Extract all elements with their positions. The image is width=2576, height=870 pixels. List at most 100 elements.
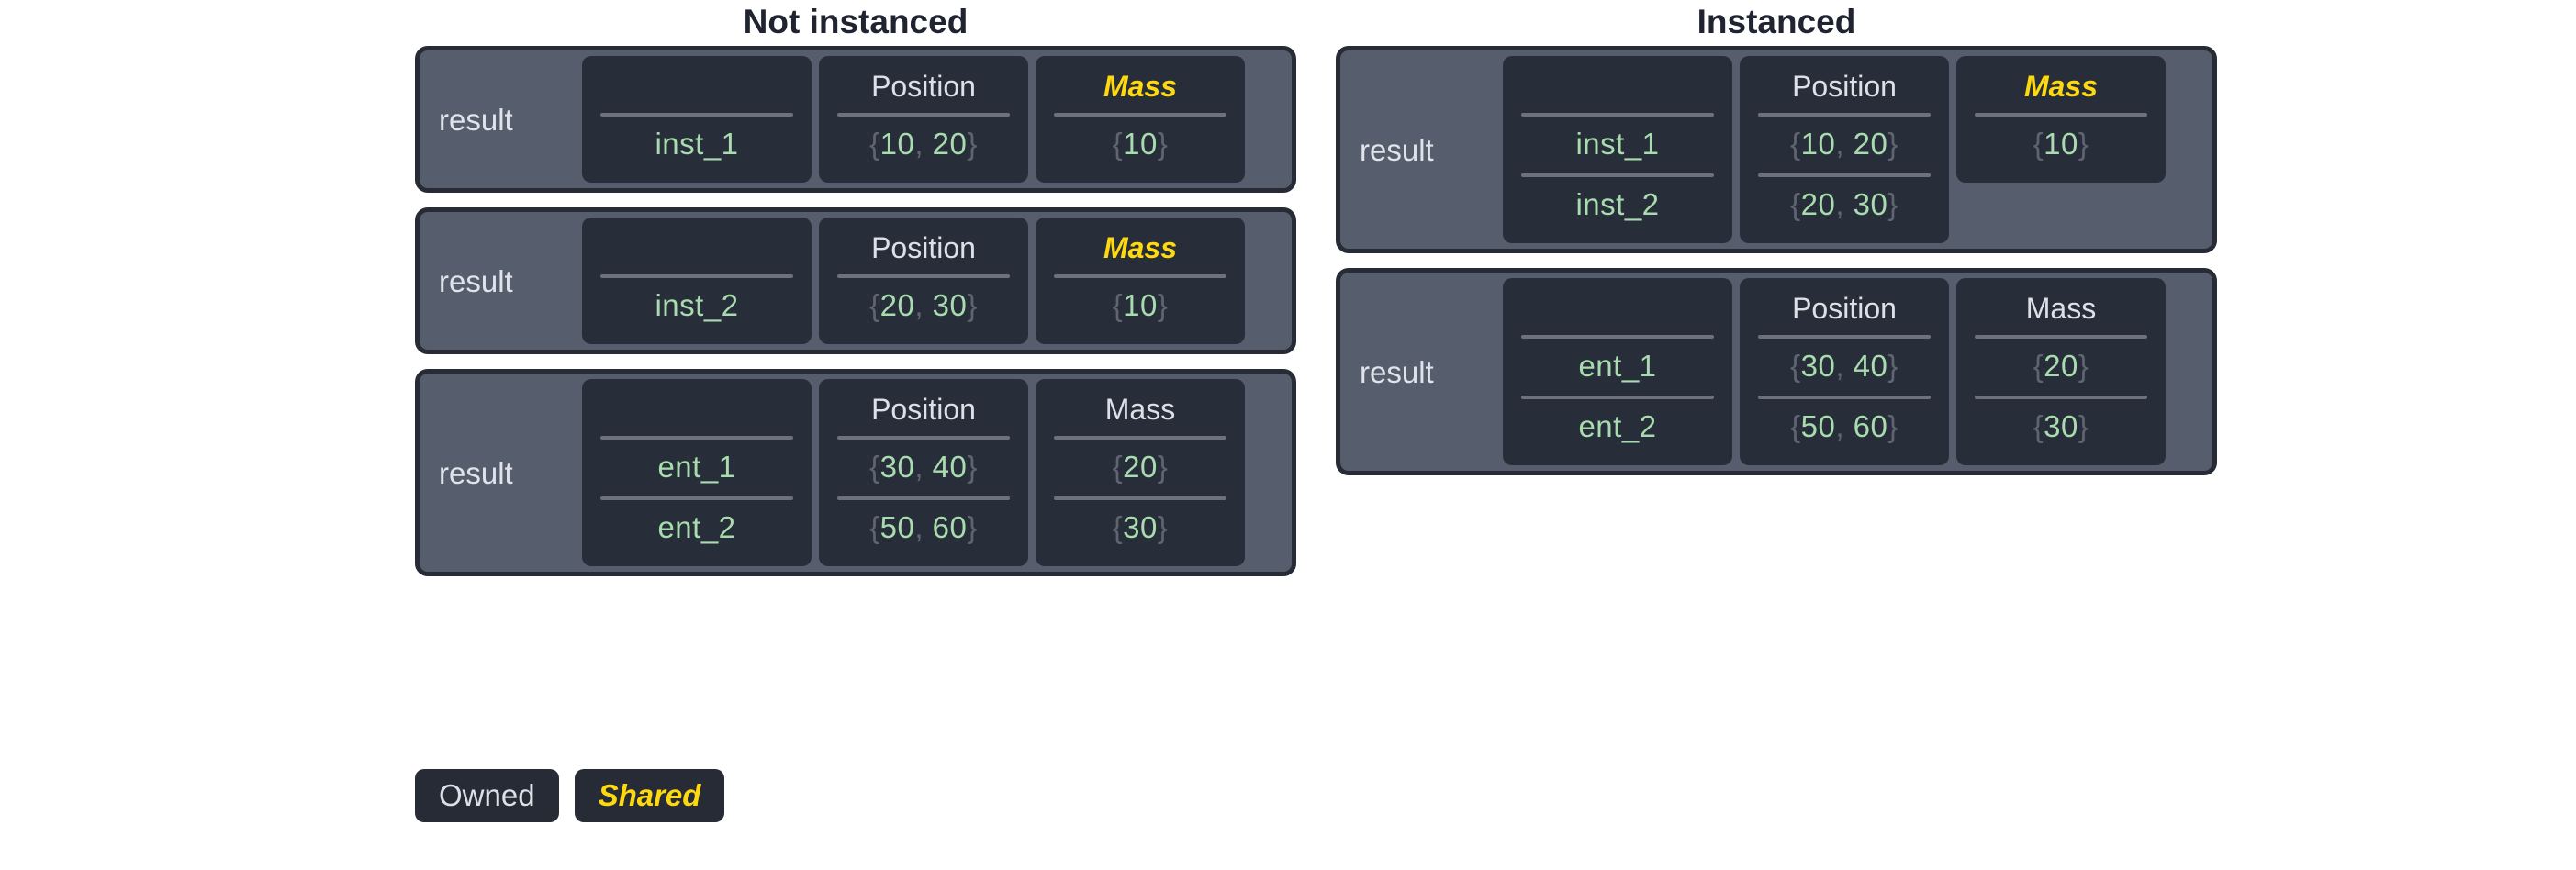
value-brace: { — [2033, 127, 2044, 161]
value-brace: } — [1887, 349, 1898, 383]
data-cell: {50, 60} — [1790, 409, 1898, 443]
value-comma: , — [1835, 349, 1844, 383]
value-comma: , — [914, 450, 924, 484]
row-divider — [600, 436, 793, 440]
data-cell: ent_1 — [1578, 349, 1657, 383]
legend-chip-owned: Owned — [415, 769, 559, 822]
data-cell: {50, 60} — [869, 510, 978, 544]
component-card: inst_1 — [582, 56, 812, 183]
row-divider — [837, 436, 1010, 440]
value-comma: , — [914, 510, 924, 544]
result-label: result — [439, 102, 513, 137]
column-title: Instanced — [1697, 3, 1856, 40]
row-divider — [1758, 173, 1931, 177]
value-brace: { — [2033, 409, 2044, 443]
row-divider — [1521, 335, 1714, 339]
row-divider — [600, 274, 793, 278]
data-cell: {10, 20} — [1790, 127, 1898, 161]
data-cell: {30, 40} — [1790, 349, 1898, 383]
component-card: Mass{10} — [1036, 56, 1245, 183]
value-brace: } — [2078, 349, 2089, 383]
component-header: Position — [871, 230, 976, 264]
value-brace: { — [1790, 127, 1801, 161]
row-divider — [1975, 335, 2147, 339]
value-comma: , — [914, 288, 924, 322]
row-divider — [837, 496, 1010, 500]
data-cell: {30} — [1112, 510, 1169, 544]
data-cell: inst_1 — [1575, 127, 1660, 161]
row-divider — [1521, 113, 1714, 117]
row-divider — [1975, 113, 2147, 117]
value-brace: } — [1157, 450, 1169, 484]
data-cell: inst_1 — [655, 127, 739, 161]
data-cell: {20} — [2033, 349, 2089, 383]
value-brace: { — [1112, 510, 1124, 544]
component-card: Mass{20}{30} — [1956, 278, 2166, 465]
row-divider — [1054, 274, 1226, 278]
value-brace: { — [1790, 349, 1801, 383]
component-card: Mass{10} — [1036, 218, 1245, 344]
component-header: Mass — [1103, 230, 1178, 264]
value-brace: } — [967, 510, 978, 544]
value-brace: { — [869, 127, 880, 161]
legend-chip-shared: Shared — [574, 769, 725, 822]
component-header: Position — [871, 392, 976, 426]
value-brace: } — [967, 288, 978, 322]
component-card: Position{30, 40}{50, 60} — [819, 379, 1028, 566]
component-header: Mass — [1104, 392, 1176, 426]
component-header: Position — [1792, 291, 1897, 325]
component-card: Position{10, 20}{20, 30} — [1740, 56, 1949, 243]
value-brace: } — [2078, 127, 2089, 161]
value-brace: } — [967, 127, 978, 161]
value-brace: } — [1887, 127, 1898, 161]
row-divider — [837, 113, 1010, 117]
component-header — [595, 388, 799, 430]
component-card: Position{10, 20} — [819, 56, 1028, 183]
result-label: result — [1360, 354, 1434, 389]
value-brace: { — [1112, 288, 1124, 322]
row-divider — [1521, 173, 1714, 177]
value-brace: { — [1112, 127, 1124, 161]
value-brace: } — [2078, 409, 2089, 443]
data-cell: {10} — [1112, 127, 1169, 161]
row-divider — [600, 496, 793, 500]
component-header — [595, 65, 799, 107]
component-card: inst_1 inst_2 — [1503, 56, 1732, 243]
value-comma: , — [1835, 187, 1844, 221]
component-header: Position — [871, 69, 976, 103]
value-brace: { — [1790, 187, 1801, 221]
row-divider — [1054, 436, 1226, 440]
value-brace: { — [869, 288, 880, 322]
data-cell: inst_2 — [655, 288, 739, 322]
column-title: Not instanced — [743, 3, 969, 40]
value-brace: { — [1790, 409, 1801, 443]
data-cell: {30} — [2033, 409, 2089, 443]
row-divider — [1521, 396, 1714, 399]
row-divider — [1054, 113, 1226, 117]
value-brace: { — [2033, 349, 2044, 383]
row-divider — [1054, 496, 1226, 500]
data-cell: inst_2 — [1575, 187, 1660, 221]
data-cell: ent_2 — [657, 510, 736, 544]
data-cell: {10} — [2033, 127, 2089, 161]
legend: Owned Shared — [415, 769, 725, 822]
value-comma: , — [1835, 409, 1844, 443]
value-brace: } — [967, 450, 978, 484]
data-cell: {20, 30} — [869, 288, 978, 322]
row-divider — [1758, 396, 1931, 399]
result-label: result — [439, 455, 513, 490]
result-label: result — [439, 263, 513, 298]
value-brace: { — [1112, 450, 1124, 484]
value-brace: } — [1157, 510, 1169, 544]
